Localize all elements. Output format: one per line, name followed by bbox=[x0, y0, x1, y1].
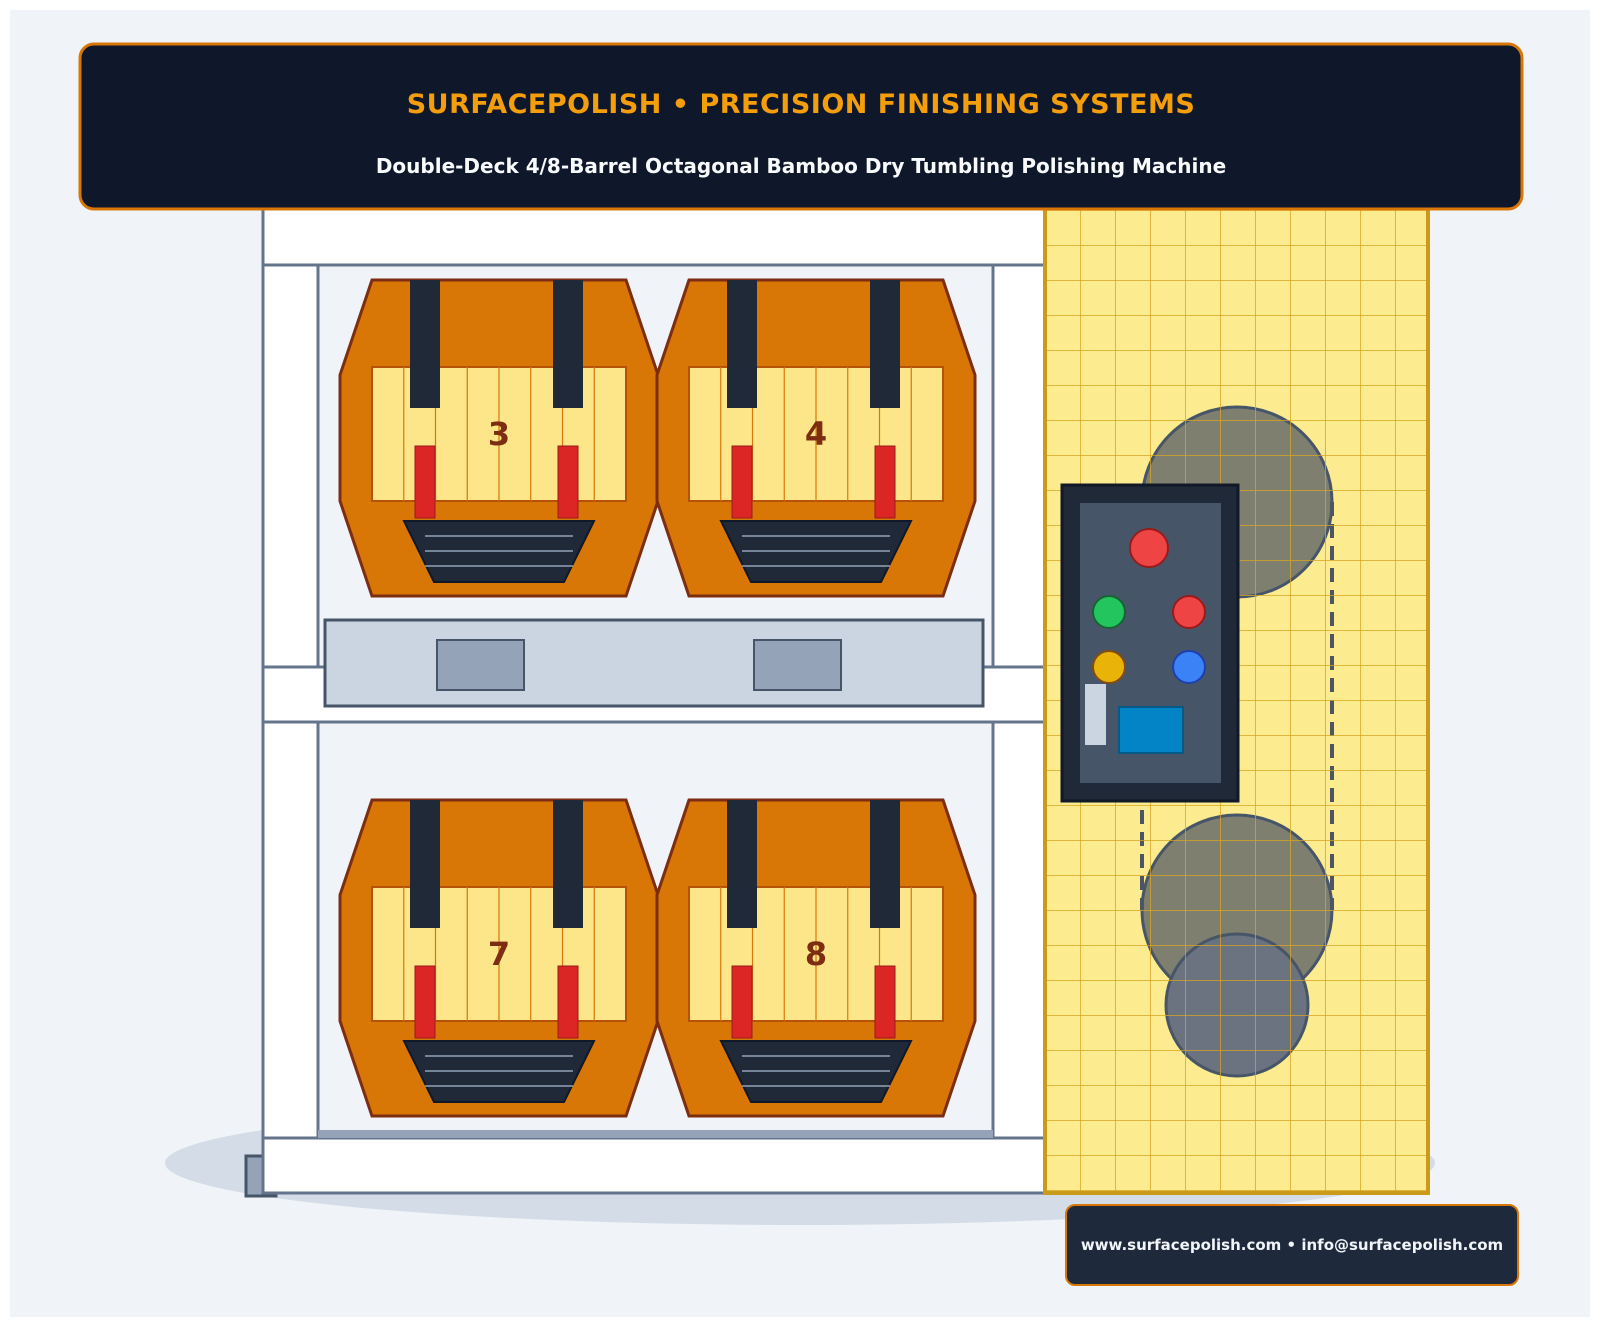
drive-motor-left bbox=[436, 639, 525, 691]
warning-light-icon bbox=[1092, 650, 1126, 684]
barrel-number: 3 bbox=[488, 415, 510, 453]
control-label-plate bbox=[1085, 684, 1106, 745]
barrel-clamp bbox=[557, 445, 579, 519]
barrel-clamp bbox=[731, 445, 753, 519]
barrel-lower-left: 7 bbox=[338, 798, 660, 1118]
barrel-strap bbox=[553, 800, 583, 928]
header-banner: SURFACEPOLISH • PRECISION FINISHING SYST… bbox=[78, 42, 1524, 211]
barrel-clamp bbox=[414, 965, 436, 1039]
barrel-clamp bbox=[731, 965, 753, 1039]
machine-subtitle: Double-Deck 4/8-Barrel Octagonal Bamboo … bbox=[376, 154, 1226, 178]
frame-base bbox=[261, 1136, 1050, 1195]
barrel-clamp bbox=[874, 965, 896, 1039]
barrel-number: 7 bbox=[488, 935, 510, 973]
brand-title: SURFACEPOLISH • PRECISION FINISHING SYST… bbox=[407, 89, 1196, 120]
barrel-clamp bbox=[414, 445, 436, 519]
barrel-strap bbox=[410, 800, 440, 928]
base-rail bbox=[318, 1130, 993, 1138]
contact-text: www.surfacepolish.com • info@surfacepoli… bbox=[1081, 1236, 1503, 1254]
frame-left-post bbox=[261, 263, 320, 1187]
mode-button-icon[interactable] bbox=[1172, 650, 1206, 684]
barrel-strap bbox=[870, 800, 900, 928]
barrel-strap bbox=[727, 800, 757, 928]
barrel-clamp bbox=[557, 965, 579, 1039]
barrel-clamp bbox=[874, 445, 896, 519]
control-panel bbox=[1060, 483, 1240, 803]
barrel-number: 8 bbox=[805, 935, 827, 973]
barrel-strap bbox=[410, 280, 440, 408]
drive-tray bbox=[323, 618, 985, 708]
footer-contact: www.surfacepolish.com • info@surfacepoli… bbox=[1065, 1204, 1519, 1286]
header-background bbox=[78, 42, 1524, 211]
control-display bbox=[1118, 706, 1184, 754]
frame-top-beam bbox=[261, 203, 1050, 267]
footer-background bbox=[1065, 1204, 1519, 1286]
barrel-group: 3 4 7 8 bbox=[338, 278, 977, 1118]
barrel-strap bbox=[727, 280, 757, 408]
barrel-upper-right: 4 bbox=[655, 278, 977, 598]
barrel-number: 4 bbox=[805, 415, 827, 453]
start-button-icon[interactable] bbox=[1092, 595, 1126, 629]
drive-motor-right bbox=[753, 639, 842, 691]
barrel-lower-right: 8 bbox=[655, 798, 977, 1118]
barrel-upper-left: 3 bbox=[338, 278, 660, 598]
stop-button-icon[interactable] bbox=[1172, 595, 1206, 629]
barrel-strap bbox=[870, 280, 900, 408]
barrel-strap bbox=[553, 280, 583, 408]
emergency-stop-icon[interactable] bbox=[1129, 528, 1169, 568]
frame-right-post bbox=[991, 263, 1050, 1187]
